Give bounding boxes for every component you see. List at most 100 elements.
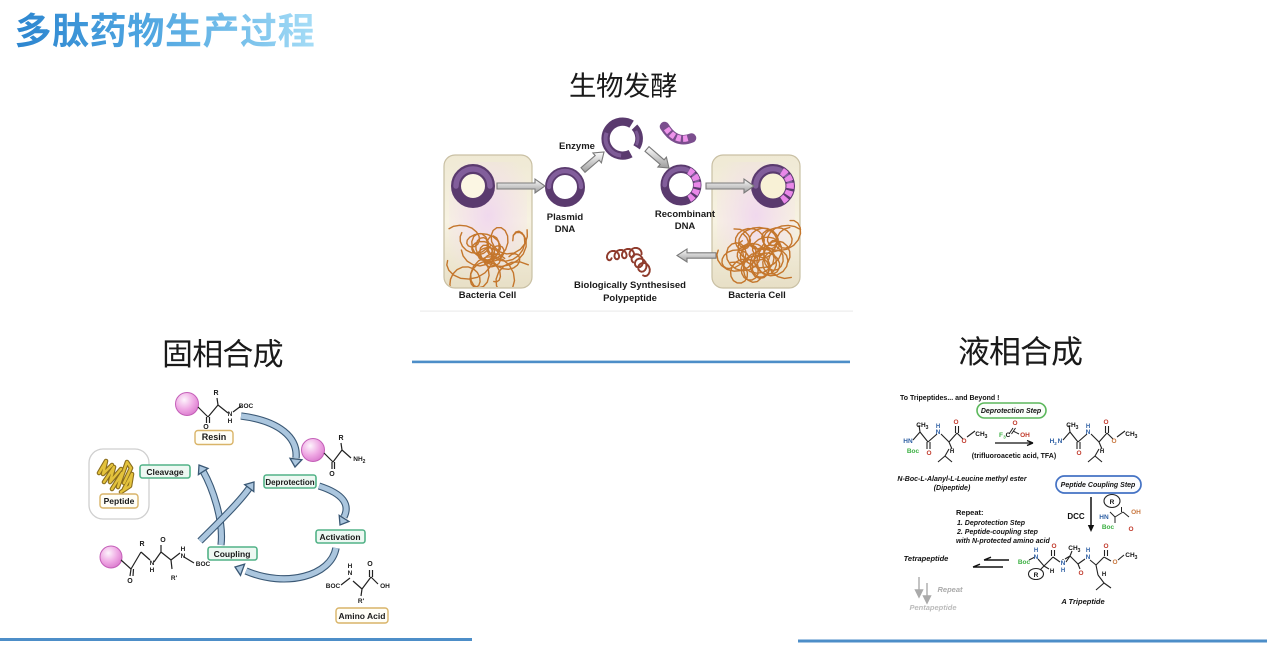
- svg-text:BOC: BOC: [326, 583, 341, 590]
- svg-text:O: O: [961, 438, 966, 445]
- svg-text:3: 3: [926, 425, 929, 431]
- svg-text:O: O: [367, 561, 373, 568]
- svg-text:CH: CH: [1125, 431, 1135, 438]
- svg-text:N: N: [181, 553, 186, 560]
- svg-text:O: O: [953, 419, 958, 426]
- svg-text:3: 3: [985, 434, 988, 440]
- svg-text:Repeat:: Repeat:: [956, 508, 984, 517]
- svg-text:Pentapeptide: Pentapeptide: [909, 603, 956, 612]
- svg-text:Repeat: Repeat: [937, 585, 963, 594]
- svg-text:H: H: [181, 546, 186, 553]
- svg-text:H: H: [1102, 572, 1106, 578]
- svg-text:HN: HN: [1099, 514, 1109, 521]
- svg-text:O: O: [1051, 543, 1056, 550]
- svg-text:H: H: [950, 449, 954, 455]
- svg-text:H: H: [228, 418, 233, 425]
- svg-text:To Tripeptides... and Beyond !: To Tripeptides... and Beyond !: [900, 395, 999, 402]
- svg-text:CH: CH: [1068, 545, 1078, 552]
- svg-text:1. Deprotection Step: 1. Deprotection Step: [957, 520, 1026, 527]
- svg-text:3: 3: [1076, 425, 1079, 431]
- svg-text:Resin: Resin: [202, 432, 227, 442]
- svg-text:O: O: [1128, 526, 1133, 533]
- svg-text:3: 3: [1003, 435, 1006, 440]
- svg-text:Tetrapeptide: Tetrapeptide: [904, 554, 949, 563]
- svg-text:Polypeptide: Polypeptide: [603, 293, 657, 304]
- svg-text:with N-protected amino acid: with N-protected amino acid: [956, 538, 1050, 545]
- svg-text:Deprotection Step: Deprotection Step: [981, 408, 1042, 415]
- svg-text:NH: NH: [353, 456, 363, 463]
- svg-text:Peptide: Peptide: [104, 496, 135, 506]
- svg-text:O: O: [127, 578, 133, 585]
- svg-text:OH: OH: [1131, 509, 1141, 516]
- svg-text:BOC: BOC: [239, 403, 254, 410]
- svg-text:N: N: [1034, 554, 1039, 561]
- svg-text:DNA: DNA: [555, 224, 576, 235]
- svg-text:OH: OH: [1020, 432, 1030, 439]
- svg-text:3: 3: [1135, 434, 1138, 440]
- svg-text:Coupling: Coupling: [214, 549, 251, 559]
- svg-text:C: C: [1006, 432, 1011, 439]
- svg-text:A Tripeptide: A Tripeptide: [1060, 597, 1104, 606]
- svg-text:Biologically Synthesised: Biologically Synthesised: [574, 280, 686, 291]
- svg-text:DNA: DNA: [675, 221, 696, 232]
- svg-text:N: N: [228, 411, 233, 418]
- svg-text:H: H: [1034, 548, 1038, 554]
- svg-text:N: N: [936, 429, 941, 436]
- svg-text:R: R: [1110, 499, 1115, 506]
- svg-text:(Dipeptide): (Dipeptide): [934, 485, 971, 492]
- svg-text:3: 3: [1078, 548, 1081, 554]
- svg-text:R': R': [358, 598, 365, 605]
- svg-text:N-Boc-L-Alanyl-L-Leucine methy: N-Boc-L-Alanyl-L-Leucine methyl ester: [897, 476, 1027, 483]
- svg-text:Deprotection: Deprotection: [265, 478, 314, 487]
- svg-text:O: O: [1012, 420, 1017, 427]
- svg-text:F: F: [999, 432, 1003, 439]
- svg-text:R: R: [338, 435, 343, 442]
- svg-text:CH: CH: [975, 431, 985, 438]
- svg-text:H: H: [1100, 449, 1104, 455]
- svg-text:H: H: [1086, 548, 1090, 554]
- svg-text:OH: OH: [380, 583, 390, 590]
- svg-text:H: H: [1050, 438, 1055, 445]
- svg-text:N: N: [1061, 560, 1066, 567]
- svg-text:Boc: Boc: [907, 448, 920, 455]
- svg-text:Recombinant: Recombinant: [655, 209, 716, 220]
- svg-text:Amino Acid: Amino Acid: [339, 611, 386, 621]
- svg-text:N: N: [1058, 438, 1063, 445]
- svg-text:N: N: [348, 570, 353, 577]
- svg-text:H: H: [936, 424, 940, 430]
- svg-text:Bacteria Cell: Bacteria Cell: [459, 290, 517, 301]
- svg-text:2: 2: [363, 459, 366, 465]
- svg-text:H: H: [1050, 569, 1054, 575]
- svg-text:O: O: [1078, 570, 1083, 577]
- svg-text:O: O: [1103, 543, 1108, 550]
- svg-text:N: N: [1086, 429, 1091, 436]
- svg-text:HN: HN: [903, 438, 913, 445]
- svg-text:(trifluoroacetic acid, TFA): (trifluoroacetic acid, TFA): [972, 453, 1056, 460]
- svg-text:H: H: [150, 567, 155, 574]
- svg-text:BOC: BOC: [196, 561, 211, 568]
- svg-text:N: N: [1086, 554, 1091, 561]
- svg-text:O: O: [1112, 559, 1117, 566]
- svg-text:Cleavage: Cleavage: [146, 467, 184, 477]
- svg-text:Bacteria Cell: Bacteria Cell: [728, 290, 786, 301]
- svg-text:2: 2: [1054, 441, 1057, 446]
- svg-text:2. Peptide-coupling step: 2. Peptide-coupling step: [956, 529, 1039, 536]
- svg-text:O: O: [1103, 419, 1108, 426]
- svg-text:Plasmid: Plasmid: [547, 212, 584, 223]
- svg-text:O: O: [1076, 450, 1081, 457]
- svg-text:R: R: [139, 541, 144, 548]
- svg-text:N: N: [150, 560, 155, 567]
- svg-text:DCC: DCC: [1067, 512, 1085, 521]
- svg-text:O: O: [1111, 438, 1116, 445]
- svg-text:Boc: Boc: [1018, 559, 1031, 566]
- svg-text:R: R: [213, 390, 218, 397]
- svg-text:CH: CH: [1125, 552, 1135, 559]
- svg-text:O: O: [926, 450, 931, 457]
- svg-text:3: 3: [1135, 555, 1138, 561]
- svg-text:CH: CH: [1066, 422, 1076, 429]
- svg-text:Activation: Activation: [319, 532, 360, 542]
- svg-text:R: R: [1034, 572, 1039, 579]
- svg-text:R': R': [171, 575, 178, 582]
- svg-text:O: O: [329, 471, 335, 478]
- svg-text:H: H: [348, 563, 353, 570]
